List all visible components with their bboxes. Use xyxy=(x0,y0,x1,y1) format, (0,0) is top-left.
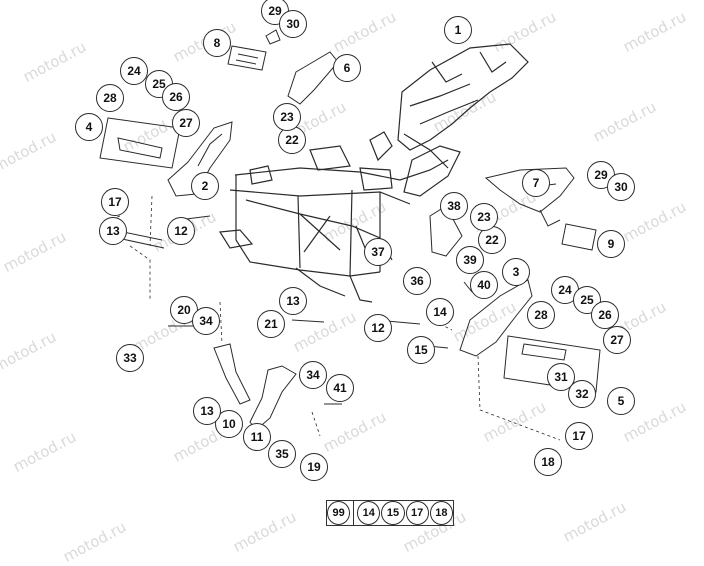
callout-17-19[interactable]: 17 xyxy=(565,422,593,450)
callout-15-17[interactable]: 15 xyxy=(407,336,435,364)
callout-33-44[interactable]: 33 xyxy=(116,344,144,372)
callout-26-33[interactable]: 26 xyxy=(591,301,619,329)
callout-13-14[interactable]: 13 xyxy=(279,287,307,315)
callout-1-0[interactable]: 1 xyxy=(444,16,472,44)
callout-34-45[interactable]: 34 xyxy=(192,307,220,335)
callout-38-50[interactable]: 38 xyxy=(440,192,468,220)
callout-23-26[interactable]: 23 xyxy=(273,103,301,131)
kit-callout-99[interactable]: 99 xyxy=(327,501,351,525)
callout-17-18[interactable]: 17 xyxy=(101,188,129,216)
callout-22-24[interactable]: 22 xyxy=(278,126,306,154)
callout-3-2[interactable]: 3 xyxy=(502,258,530,286)
callout-30-40[interactable]: 30 xyxy=(279,10,307,38)
callout-28-37[interactable]: 28 xyxy=(527,301,555,329)
callout-21-23[interactable]: 21 xyxy=(257,310,285,338)
callout-35-47[interactable]: 35 xyxy=(268,440,296,468)
kit-divider xyxy=(353,500,355,526)
right-lower-bracket xyxy=(459,279,601,393)
callout-10-9[interactable]: 10 xyxy=(215,410,243,438)
callout-36-48[interactable]: 36 xyxy=(403,267,431,295)
callout-34-46[interactable]: 34 xyxy=(299,361,327,389)
callout-13-13[interactable]: 13 xyxy=(99,217,127,245)
callout-37-49[interactable]: 37 xyxy=(364,238,392,266)
callout-12-11[interactable]: 12 xyxy=(167,217,195,245)
callout-2-1[interactable]: 2 xyxy=(191,172,219,200)
callout-6-5[interactable]: 6 xyxy=(333,54,361,82)
callout-30-41[interactable]: 30 xyxy=(607,173,635,201)
side-stand xyxy=(213,343,297,431)
callout-9-8[interactable]: 9 xyxy=(597,230,625,258)
left-footrest-bracket xyxy=(99,117,233,197)
callout-13-15[interactable]: 13 xyxy=(193,397,221,425)
callout-41-53[interactable]: 41 xyxy=(326,374,354,402)
kit-reference: 99 14 15 17 18 xyxy=(326,500,454,526)
callout-27-34[interactable]: 27 xyxy=(172,109,200,137)
kit-callout-15[interactable]: 15 xyxy=(381,501,405,525)
upper-brackets xyxy=(227,29,339,105)
callout-39-51[interactable]: 39 xyxy=(456,246,484,274)
callout-28-36[interactable]: 28 xyxy=(96,84,124,112)
callout-11-10[interactable]: 11 xyxy=(243,423,271,451)
kit-callout-17[interactable]: 17 xyxy=(405,501,429,525)
callout-14-16[interactable]: 14 xyxy=(426,298,454,326)
callout-18-20[interactable]: 18 xyxy=(534,448,562,476)
callout-4-3[interactable]: 4 xyxy=(75,113,103,141)
callout-32-43[interactable]: 32 xyxy=(568,380,596,408)
main-frame xyxy=(218,43,529,303)
callout-19-21[interactable]: 19 xyxy=(300,453,328,481)
diagram-drawing xyxy=(99,29,601,441)
callout-40-52[interactable]: 40 xyxy=(470,271,498,299)
callout-5-4[interactable]: 5 xyxy=(607,387,635,415)
callout-7-6[interactable]: 7 xyxy=(522,169,550,197)
callout-12-12[interactable]: 12 xyxy=(364,314,392,342)
callout-23-27[interactable]: 23 xyxy=(470,203,498,231)
kit-callout-18[interactable]: 18 xyxy=(429,501,453,525)
callout-27-35[interactable]: 27 xyxy=(603,326,631,354)
callout-22-25[interactable]: 22 xyxy=(478,226,506,254)
callout-24-28[interactable]: 24 xyxy=(120,57,148,85)
kit-callout-14[interactable]: 14 xyxy=(357,501,381,525)
callout-8-7[interactable]: 8 xyxy=(203,29,231,57)
callout-29-39[interactable]: 29 xyxy=(587,161,615,189)
callout-26-32[interactable]: 26 xyxy=(162,83,190,111)
